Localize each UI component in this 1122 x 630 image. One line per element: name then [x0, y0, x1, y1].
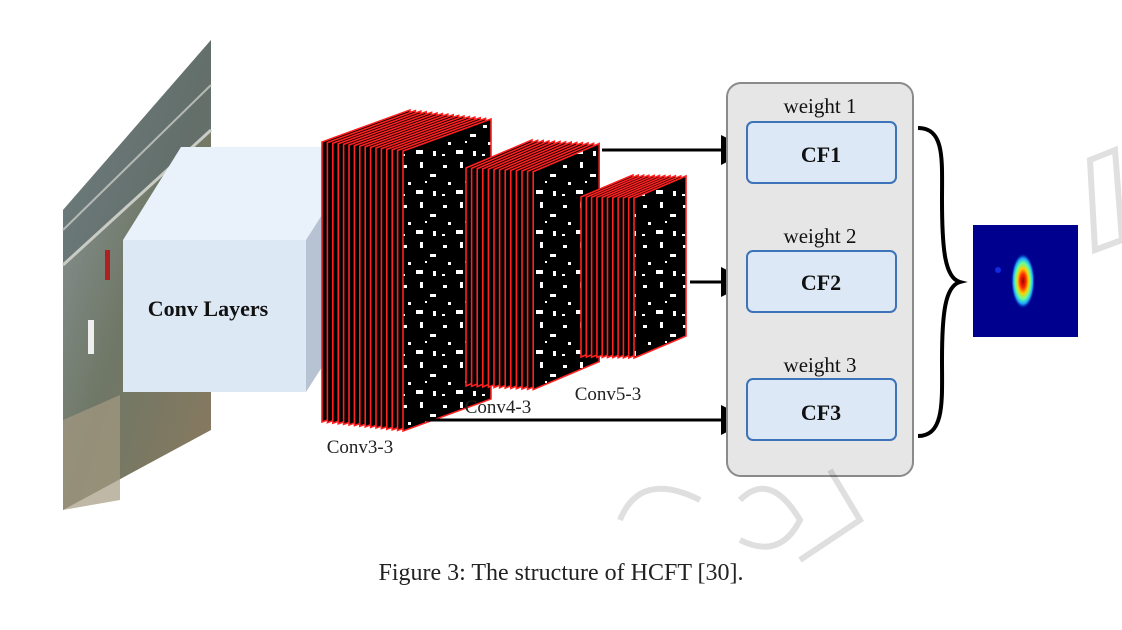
- feature-map-layer: [633, 174, 687, 360]
- feature-map-label-conv5-3: Conv5-3: [575, 384, 642, 405]
- correlation-filter-panel: weight 1 CF1 weight 2 CF2 weight 3 CF3: [726, 82, 914, 477]
- feature-map-label-conv3-3: Conv3-3: [327, 437, 394, 458]
- feature-map-label-conv4-3: Conv4-3: [465, 397, 532, 418]
- filter-box-cf3: [746, 378, 897, 441]
- filter-label-cf3: CF3: [801, 400, 841, 425]
- filter-box-cf1: [746, 121, 897, 184]
- feature-map-stack-conv4-3: [465, 138, 601, 391]
- filter-label-cf2: CF2: [801, 270, 841, 295]
- feature-map-stack-conv5-3: [580, 173, 687, 360]
- curly-brace: [917, 126, 968, 438]
- figure-caption: Figure 3: The structure of HCFT [30].: [378, 560, 744, 586]
- feature-map-stack-conv3-3: [321, 108, 492, 433]
- filter-label-cf1: CF1: [801, 142, 841, 167]
- weight-label-3: weight 3: [784, 353, 857, 377]
- conv-layers-label: Conv Layers: [148, 296, 269, 321]
- filter-box-cf2: [746, 250, 897, 313]
- response-map: [973, 225, 1078, 337]
- weight-label-2: weight 2: [784, 224, 857, 248]
- weight-label-1: weight 1: [784, 94, 857, 118]
- watermark: [617, 145, 1122, 563]
